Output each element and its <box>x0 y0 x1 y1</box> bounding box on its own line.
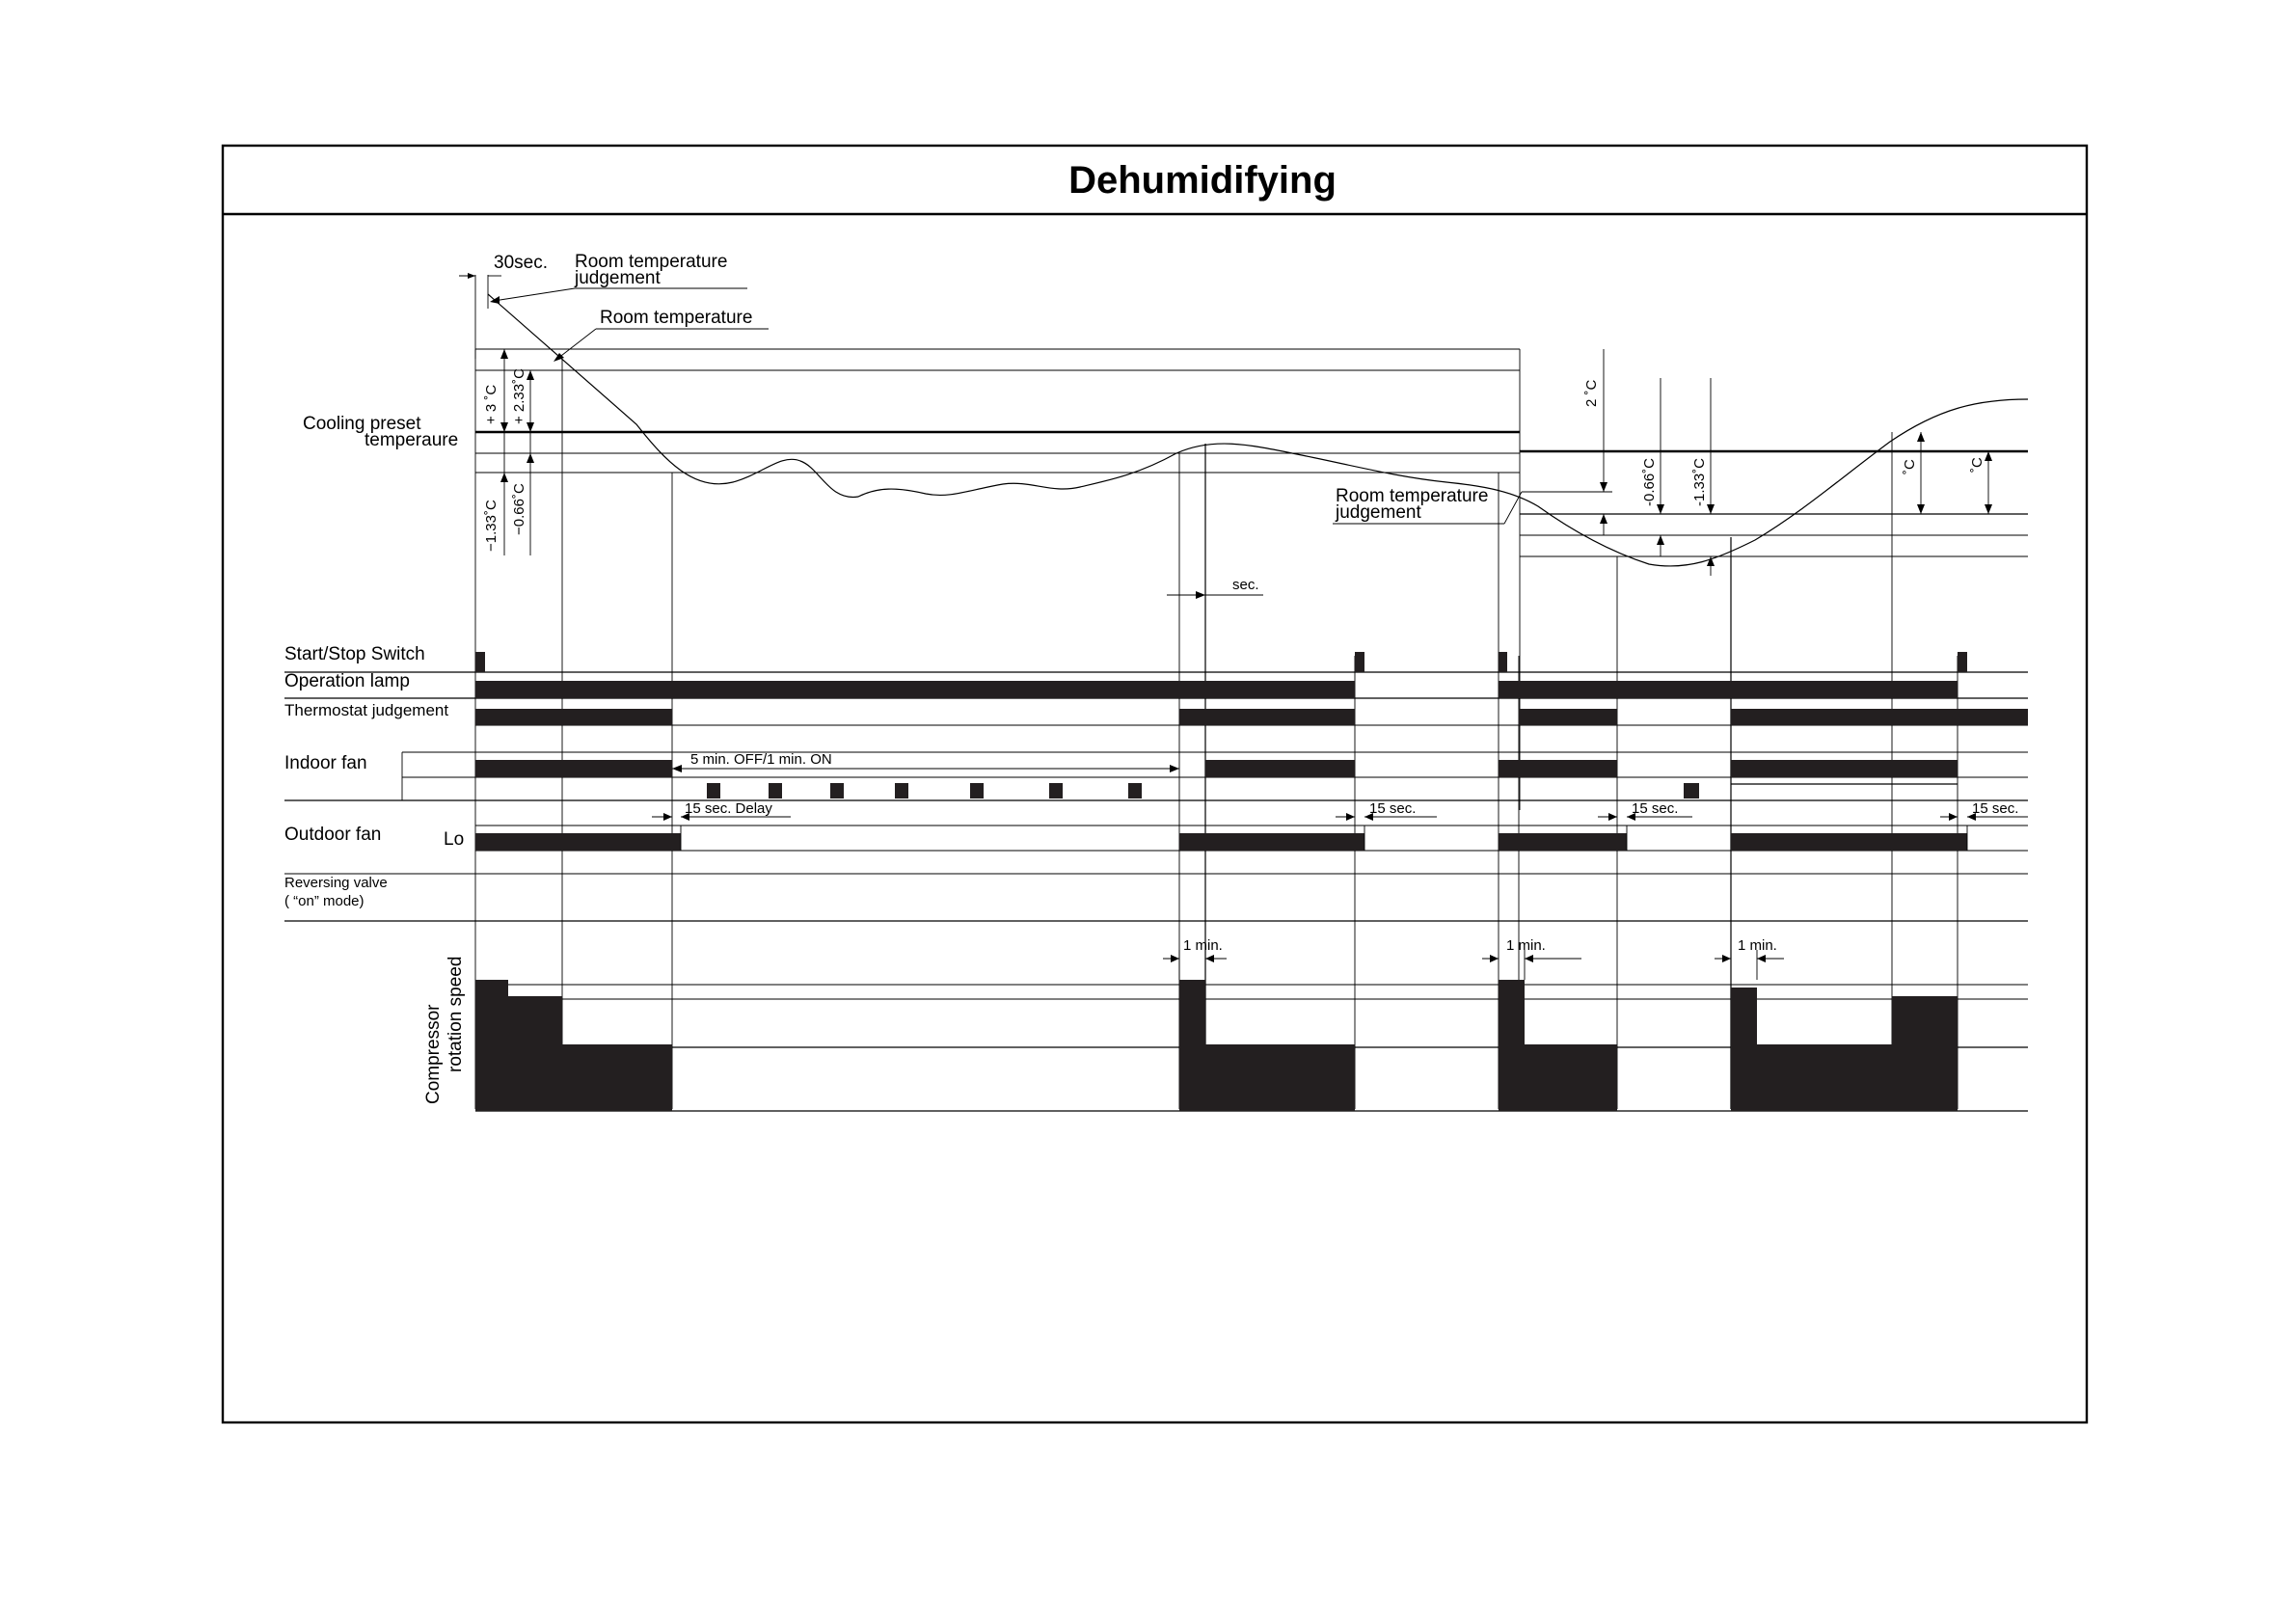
room-temperature-label: Room temperature <box>600 308 752 328</box>
thermostat-label: Thermostat judgement <box>284 701 448 719</box>
compressor-label-2: rotation speed <box>446 957 466 1072</box>
diagram-frame <box>221 144 2089 1424</box>
page-title: Dehumidifying <box>1068 159 1337 202</box>
indoor-fan-bar <box>1205 760 1355 777</box>
outdoor-fan-bar <box>475 833 681 851</box>
deg-c-label-a: ˚C <box>1902 459 1918 474</box>
indoor-fan-bar <box>1499 760 1617 777</box>
two-c-label: 2 ˚C <box>1583 379 1600 407</box>
compressor-profile <box>1731 988 1958 1111</box>
start-stop-pulse <box>1499 652 1507 672</box>
compressor-profile <box>1179 980 1355 1111</box>
room-temp-judgement-right: Room temperature <box>1336 486 1488 506</box>
cooling-preset-label: Cooling preset <box>303 414 421 434</box>
operation-lamp-label: Operation lamp <box>284 671 410 691</box>
minus-1-33-right-label: -1.33˚C <box>1691 458 1708 506</box>
indoor-fan-pulse <box>769 783 782 798</box>
compressor-profile <box>475 980 672 1111</box>
deg-c-label-b: ˚C <box>1969 457 1985 473</box>
indoor-fan-label: Indoor fan <box>284 753 367 773</box>
thermostat-bar <box>1731 709 2028 725</box>
fifteen-sec-label-a: 15 sec. <box>1369 800 1416 817</box>
plus-2-33-label: + 2.33˚C <box>511 368 527 424</box>
reversing-valve-label: Reversing valve <box>284 875 388 891</box>
thermostat-bar <box>475 709 672 725</box>
start-stop-pulse <box>1958 652 1967 672</box>
indoor-fan-bar <box>1731 760 1958 777</box>
room-temperature-curve <box>487 293 2029 567</box>
sec-label: sec. <box>1232 577 1259 593</box>
minus-1-33-label: −1.33˚C <box>483 500 500 552</box>
operation-lamp-bar <box>1499 681 1958 698</box>
indoor-fan-pulse <box>1128 783 1142 798</box>
minus-0-66-label: −0.66˚C <box>511 483 527 535</box>
fifteen-delay-label: 15 sec. Delay <box>685 800 772 817</box>
thermostat-bar <box>1519 709 1617 725</box>
fifteen-sec-label-c: 15 sec. <box>1972 800 2018 817</box>
compressor-label: Compressor <box>423 1004 444 1104</box>
thirty-sec-label: 30sec. <box>494 253 548 273</box>
outdoor-fan-bar <box>1731 833 1967 851</box>
indoor-fan-bar <box>475 760 672 777</box>
cooling-preset-label-2: temperaure <box>365 430 458 450</box>
start-stop-pulse <box>1355 652 1364 672</box>
one-min-label-b: 1 min. <box>1506 937 1546 954</box>
one-min-label-c: 1 min. <box>1738 937 1777 954</box>
indoor-fan-pulse <box>707 783 720 798</box>
outdoor-fan-bar <box>1499 833 1627 851</box>
outdoor-fan-label: Outdoor fan <box>284 825 381 845</box>
outdoor-fan-bar <box>1179 833 1364 851</box>
operation-lamp-bar <box>475 681 1355 698</box>
indoor-fan-pulse <box>1684 783 1699 798</box>
plus-3-label: + 3 ˚C <box>483 385 500 424</box>
room-temp-judgement-label: Room temperature <box>575 252 727 272</box>
start-stop-label: Start/Stop Switch <box>284 644 425 664</box>
lo-label: Lo <box>444 829 464 850</box>
minus-0-66-right-label: -0.66˚C <box>1641 458 1658 506</box>
thermostat-bar <box>1179 709 1355 725</box>
reversing-valve-label-2: ( “on” mode) <box>284 893 365 909</box>
indoor-fan-pulse <box>970 783 984 798</box>
fifteen-sec-label-b: 15 sec. <box>1632 800 1678 817</box>
indoor-fan-pulse <box>830 783 844 798</box>
indoor-fan-pulse <box>895 783 908 798</box>
room-temp-judgement-label-2: judgement <box>574 268 661 288</box>
one-min-label-a: 1 min. <box>1183 937 1223 954</box>
indoor-fan-pulse <box>1049 783 1063 798</box>
compressor-profile <box>1499 980 1617 1111</box>
five-min-label: 5 min. OFF/1 min. ON <box>690 751 832 768</box>
start-stop-pulse <box>475 652 485 672</box>
room-temp-judgement-right-2: judgement <box>1335 502 1421 523</box>
